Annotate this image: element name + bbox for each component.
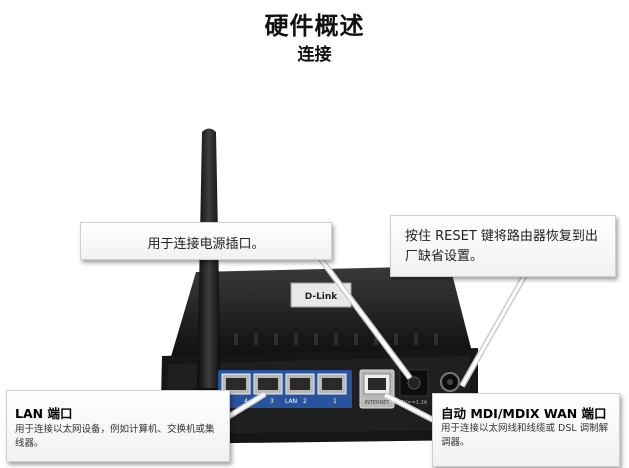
callout-power-text: 用于连接电源插口。 (147, 237, 265, 252)
callout-lan: LAN 端口 用于连接以太网设备，例如计算机、交换机或集线器。 (6, 390, 230, 462)
page-title: 硬件概述 (264, 12, 365, 40)
lan-port-label-2: 2 (303, 398, 307, 405)
lan-port-label-1: 1 (333, 398, 337, 405)
callout-reset-text: 按住 RESET 键将路由器恢复到出厂缺省设置。 (405, 229, 598, 264)
svg-text:5V==1.2A: 5V==1.2A (401, 400, 428, 406)
wan-port: INTERNET (359, 369, 395, 409)
lan-port-label-3: 3 (270, 398, 274, 405)
callout-lan-description: 用于连接以太网设备，例如计算机、交换机或集线器。 (15, 424, 215, 449)
antenna (193, 128, 225, 400)
callout-wan-description: 用于连接以太网线和线缆或 DSL 调制解调器。 (441, 423, 609, 448)
reset-button (440, 372, 460, 392)
page-subtitle: 连接 (297, 45, 332, 65)
lan-port-panel: 4 3 LAN 2 1 (218, 370, 352, 408)
callout-power: 用于连接电源插口。 (80, 222, 332, 260)
lan-port-label-4: 4 (244, 398, 248, 405)
svg-text:INTERNET: INTERNET (365, 400, 391, 406)
callout-wan: 自动 MDI/MDIX WAN 端口 用于连接以太网线和线缆或 DSL 调制解调… (432, 393, 620, 467)
lan-port-label-lan: LAN (285, 398, 297, 405)
power-jack: 5V==1.2A (399, 369, 429, 406)
callout-wan-title: 自动 MDI/MDIX WAN 端口 (441, 406, 607, 421)
callout-reset: 按住 RESET 键将路由器恢复到出厂缺省设置。 (390, 215, 616, 277)
callout-lan-title: LAN 端口 (15, 406, 73, 421)
svg-text:D-Link: D-Link (305, 292, 339, 302)
